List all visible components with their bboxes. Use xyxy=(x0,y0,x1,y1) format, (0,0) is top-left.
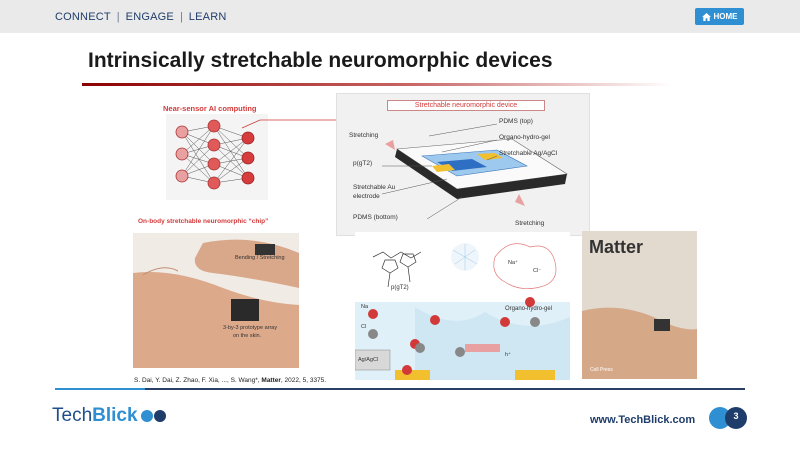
device-panel: Stretchable neuromorphic device PDMS (to… xyxy=(336,93,590,236)
chem-label-h-plus: h⁺ xyxy=(505,352,511,358)
home-icon xyxy=(701,12,711,21)
matter-title: Matter xyxy=(589,237,644,257)
logo-tech: Tech xyxy=(52,405,93,426)
neural-network-diagram xyxy=(166,114,268,200)
label-organo-hydro-gel: Organo-hydro-gel xyxy=(499,134,550,141)
label-stretching-right: Stretching xyxy=(515,220,545,227)
page-number-badge: 3 xyxy=(709,407,747,434)
chem-label-cl-minus: Cl⁻ xyxy=(533,268,542,274)
hand-photo: Bending / Stretching 3-by-3 prototype ar… xyxy=(133,233,299,368)
citation-journal: Matter xyxy=(261,377,281,384)
logo-dots-icon xyxy=(140,410,166,422)
chem-label-pgt2: p(gT2) xyxy=(391,285,409,291)
chem-label-na: Na xyxy=(361,304,369,310)
citation-details: , 2022, 5, 3375. xyxy=(280,377,327,384)
citation: S. Dai, Y. Dai, Z. Zhao, F. Xia, ..., S.… xyxy=(134,377,326,384)
top-nav: CONNECT | ENGAGE | LEARN xyxy=(55,11,226,23)
home-button[interactable]: HOME xyxy=(695,8,744,25)
label-pdms-bottom: PDMS (bottom) xyxy=(353,214,398,221)
label-stretchable-au: Stretchable Au xyxy=(353,184,396,191)
chem-label-cl: Cl xyxy=(361,324,367,330)
nav-connect[interactable]: CONNECT xyxy=(55,11,111,23)
citation-authors: S. Dai, Y. Dai, Z. Zhao, F. Xia, ..., S.… xyxy=(134,377,262,384)
chemistry-diagram: p(gT2) Organo-hydro-gel Na Cl Ag/AgCl h⁺… xyxy=(354,232,570,380)
device-diagram xyxy=(381,123,568,220)
website-link[interactable]: www.TechBlick.com xyxy=(590,414,696,426)
page-number: 3 xyxy=(733,411,739,421)
slide-title: Intrinsically stretchable neuromorphic d… xyxy=(88,49,553,72)
logo-blick: Blick xyxy=(92,405,138,426)
onbody-label: On-body stretchable neuromorphic “chip” xyxy=(138,218,269,225)
nav-separator: | xyxy=(179,11,183,23)
label-stretching-left: Stretching xyxy=(349,132,379,139)
matter-publisher: Cell Press xyxy=(590,367,613,373)
footer-divider-accent xyxy=(55,388,145,390)
label-bending: Bending / Stretching xyxy=(235,255,285,261)
top-bar xyxy=(0,0,800,33)
chem-label-organo: Organo-hydro-gel xyxy=(505,306,553,312)
label-array-line2: on the skin. xyxy=(233,333,262,339)
home-button-label: HOME xyxy=(713,12,738,21)
chem-label-agagcl: Ag/AgCl xyxy=(358,357,379,363)
nav-separator: | xyxy=(116,11,120,23)
device-title: Stretchable neuromorphic device xyxy=(387,100,545,111)
label-electrode: electrode xyxy=(353,193,380,200)
title-underline xyxy=(82,83,672,86)
label-stretchable-ag: Stretchable Ag/AgCl xyxy=(499,150,558,157)
label-array-line1: 3-by-3 prototype array xyxy=(223,325,278,331)
near-sensor-label: Near-sensor AI computing xyxy=(163,104,257,113)
nav-engage[interactable]: ENGAGE xyxy=(125,11,174,23)
connector-line xyxy=(241,119,336,129)
matter-cover: Matter Cell Press xyxy=(582,231,697,379)
chem-label-na-plus: Na⁺ xyxy=(508,260,518,266)
label-pdms-top: PDMS (top) xyxy=(499,118,533,125)
footer-divider xyxy=(55,388,745,390)
nav-learn[interactable]: LEARN xyxy=(188,11,227,23)
label-pgt2: p(gT2) xyxy=(353,160,373,167)
